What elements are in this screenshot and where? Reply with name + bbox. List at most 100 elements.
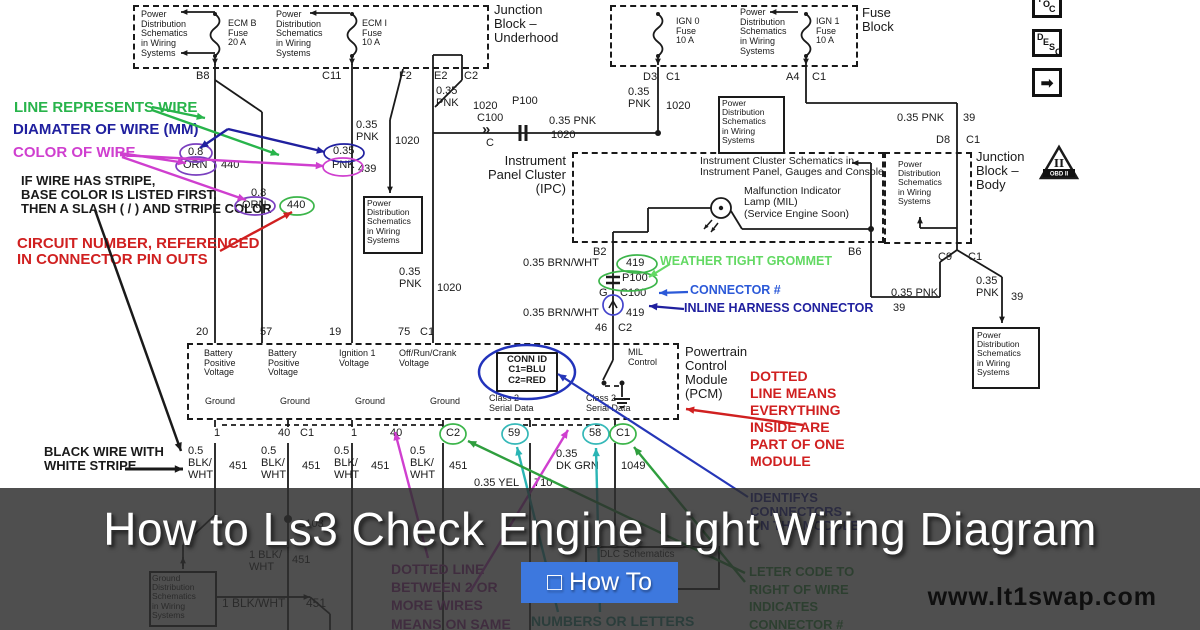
- desc-button-letter: E: [1043, 37, 1050, 47]
- junction-block-body-box: [884, 152, 972, 244]
- wire-label: 39: [1011, 291, 1024, 303]
- wire-label: 0.35 PNK: [356, 119, 379, 143]
- wire-label: 439: [358, 163, 377, 175]
- wire-label: C: [486, 137, 494, 149]
- wire-label: B6: [848, 246, 862, 258]
- wire-label: 1: [214, 427, 221, 439]
- wire-label: 0.35 PNK: [891, 287, 939, 299]
- inline-harness-note: INLINE HARNESS CONNECTOR: [684, 301, 874, 315]
- pds-mid2-text: Power Distribution Schematics in Wiring …: [722, 98, 766, 145]
- wire-label: 1020: [666, 100, 691, 112]
- wire-label: 0.5 BLK/ WHT: [188, 445, 214, 481]
- wire-label: Ground: [430, 396, 461, 406]
- wire-label: 451: [371, 460, 390, 472]
- pds-body: Power Distribution Schematics in Wiring …: [898, 159, 942, 206]
- wire-label: Instrument Cluster Schematics in Instrum…: [700, 155, 884, 179]
- wire-label: 1: [351, 427, 358, 439]
- ecm-b-fuse-label: ECM B Fuse 20 A: [228, 18, 257, 48]
- wire-label: 20: [196, 326, 209, 338]
- desc-button-letter: C: [1055, 47, 1062, 57]
- pds-underhood-2: Power Distribution Schematics in Wiring …: [276, 9, 323, 58]
- pds-mid2-box: [718, 96, 785, 154]
- wire-label: 0.35 BRN/WHT: [523, 307, 599, 319]
- pds-right: Power Distribution Schematics in Wiring …: [977, 330, 1021, 377]
- ign0-fuse-label: IGN 0 Fuse 10 A: [676, 16, 700, 46]
- wire-label: 0.5 BLK/ WHT: [334, 445, 360, 481]
- wire-label: C1: [420, 326, 435, 338]
- ign1-fuse-label: IGN 1 Fuse 10 A: [816, 16, 840, 46]
- wire-label: 1020: [551, 129, 576, 141]
- wire-label: F2: [399, 70, 412, 82]
- watermark-link: www.lt1swap.com: [927, 583, 1157, 611]
- wire-label: 0.8: [251, 187, 267, 199]
- wire-label: 0.35 PNK: [628, 86, 651, 110]
- wire-label: 19: [329, 326, 342, 338]
- wire-label: Battery Positive Voltage: [268, 348, 300, 378]
- wire-label: D3: [643, 71, 658, 83]
- wire-label: C1: [300, 427, 315, 439]
- pds-mid-box: [363, 196, 423, 254]
- wire-label: 451: [302, 460, 321, 472]
- next-page-button[interactable]: ➡: [1032, 68, 1062, 97]
- wire-label: 75: [398, 326, 411, 338]
- weather-grommet-note: WEATHER TIGHT GROMMET: [660, 254, 832, 268]
- wire-label: D8: [936, 134, 951, 146]
- pds-mid-text: Power Distribution Schematics in Wiring …: [367, 198, 411, 245]
- desc-button-letter: S: [1049, 42, 1056, 52]
- wire-label: Ground: [280, 396, 311, 406]
- wire-label: 57: [260, 326, 273, 338]
- wire-label: Battery Positive Voltage: [204, 348, 236, 378]
- wire-label: C1: [966, 134, 981, 146]
- wire-label: A4: [786, 71, 800, 83]
- wire-label: 39: [963, 112, 976, 124]
- wire-label: C100: [620, 287, 647, 299]
- wire-label: 46: [595, 322, 608, 334]
- wire-label: Ground: [355, 396, 386, 406]
- wire-label: Malfunction Indicator Lamp (MIL) (Servic…: [744, 185, 850, 220]
- fuse-block-box: [610, 5, 858, 67]
- ecm-i-fuse-label: ECM I Fuse 10 A: [362, 18, 388, 48]
- ipc-label: Instrument Panel Cluster (IPC): [487, 153, 566, 197]
- wire-label: 451: [449, 460, 468, 472]
- wire-label: 1020: [395, 135, 420, 147]
- wire-label: 0.35 PNK: [976, 275, 999, 299]
- wire-label: Off/Run/Crank Voltage: [399, 348, 457, 368]
- wire-label: C11: [322, 70, 342, 82]
- connector-num-note: CONNECTOR #: [690, 283, 781, 297]
- wire-label: G: [599, 287, 608, 299]
- wire-label: B8: [196, 70, 210, 82]
- wire-label: MIL Control: [628, 347, 658, 367]
- wire-label: Ground: [205, 396, 236, 406]
- pds-right-box: [972, 327, 1040, 389]
- wire-label: 0.35 PNK: [549, 115, 597, 127]
- wire-label: »: [482, 121, 491, 138]
- wire-label: 39: [893, 302, 906, 314]
- wire-label: P100: [512, 95, 538, 107]
- wire-label: 0.5 BLK/ WHT: [261, 445, 287, 481]
- wire-label: C2: [618, 322, 633, 334]
- desc-button-letter: D: [1037, 32, 1044, 42]
- wire-label: C1: [812, 71, 827, 83]
- wire-label: 1020: [437, 282, 462, 294]
- wire-label: 451: [229, 460, 248, 472]
- wire-label: 0.35 BRN/WHT: [523, 257, 599, 269]
- toc-button-letter: T: [1037, 0, 1043, 4]
- wire-label: E2: [434, 70, 448, 82]
- wire-label: 1020: [473, 100, 498, 112]
- junction-block-underhood-label: Junction Block – Underhood: [494, 2, 559, 46]
- toc-button-letter: C: [1049, 4, 1056, 14]
- junction-block-underhood-box: [133, 5, 489, 69]
- pds-underhood-1: Power Distribution Schematics in Wiring …: [141, 9, 188, 58]
- fuse-block-label: Fuse Block: [862, 5, 894, 35]
- how-to-badge: □ How To: [521, 562, 678, 603]
- wire-label: B2: [593, 246, 607, 258]
- toc-button[interactable]: TOC: [1032, 0, 1062, 18]
- wire-label: C100: [477, 112, 504, 124]
- wire-label: 419: [626, 307, 645, 319]
- wire-label: 0.35 PNK: [399, 266, 422, 290]
- junction-block-body-label: Junction Block – Body: [976, 149, 1025, 193]
- wire-label: 40: [278, 427, 291, 439]
